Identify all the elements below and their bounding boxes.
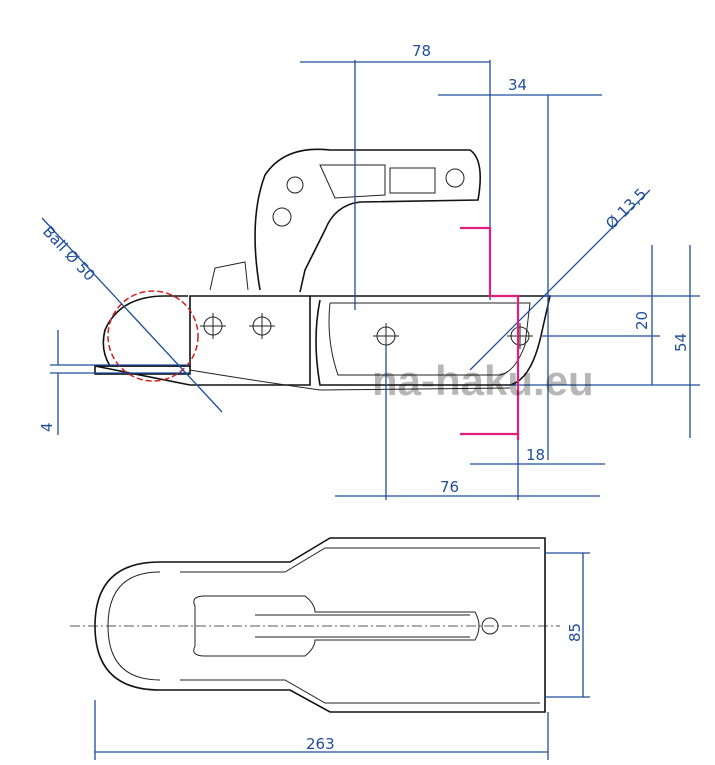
handle-lever (254, 148, 481, 293)
dim-20: 20 (633, 311, 651, 330)
top-view (70, 537, 560, 713)
dim-4: 4 (38, 422, 56, 432)
dim-ball-50: Ball Ø 50 (39, 222, 99, 284)
dim-18: 18 (526, 446, 545, 464)
dim-263: 263 (306, 735, 335, 753)
ball-socket (102, 295, 188, 367)
dim-54: 54 (672, 333, 690, 352)
pink-markers (460, 226, 520, 440)
dim-76: 76 (440, 478, 459, 496)
dim-13-5: Ø 13,5 (602, 185, 650, 233)
side-view-dimensions: 78 34 Ø 13,5 Ball Ø 50 20 54 4 18 76 (38, 42, 700, 500)
top-view-dimensions: 85 263 (94, 552, 590, 760)
dim-78: 78 (412, 42, 431, 60)
watermark: na-haku.eu (372, 357, 594, 404)
dim-34: 34 (508, 76, 527, 94)
dim-85: 85 (566, 623, 584, 642)
side-view (94, 148, 552, 391)
ball-outline (107, 290, 199, 382)
top-outline (94, 537, 546, 713)
drawbar-housing (310, 295, 552, 386)
